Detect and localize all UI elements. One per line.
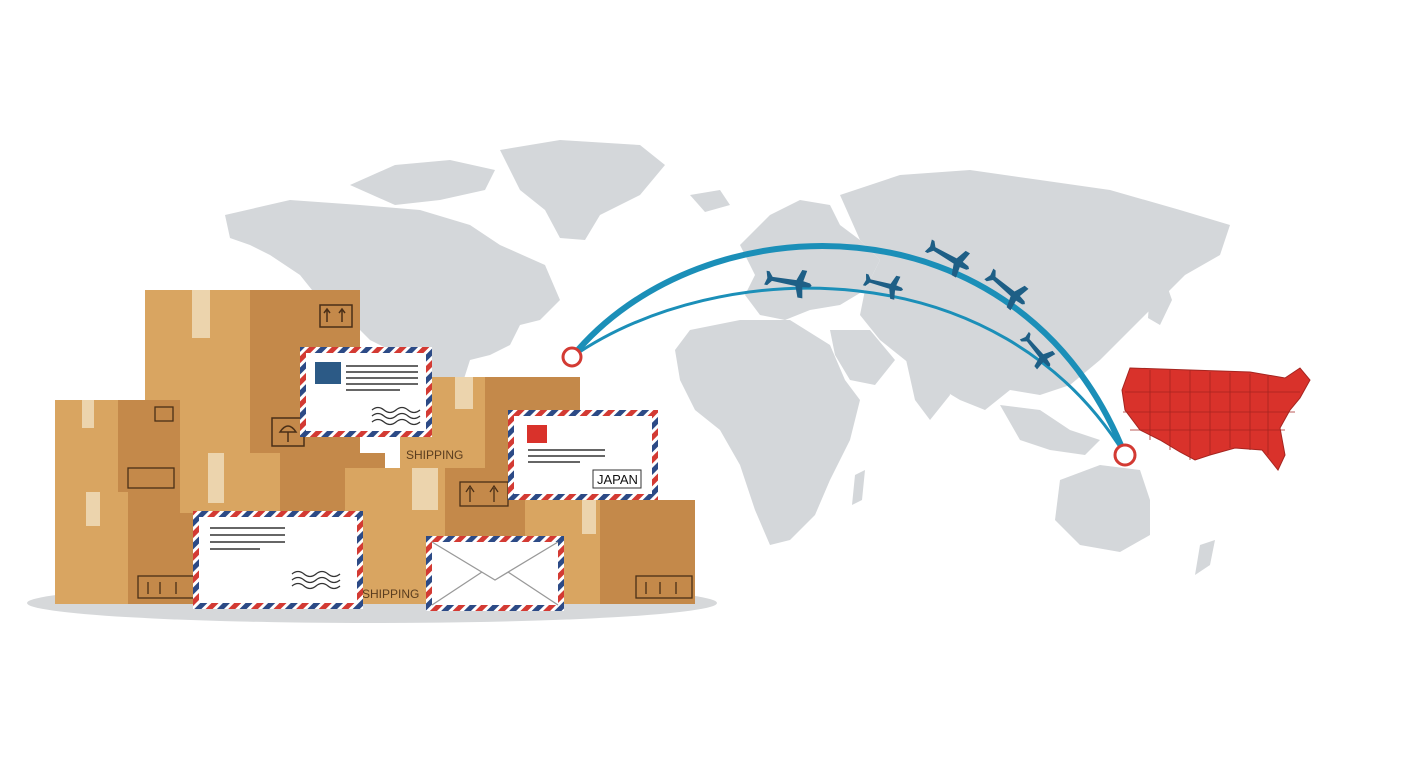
airplane-icon [862, 273, 904, 300]
usa-shape [1121, 367, 1311, 471]
airmail-envelope-japan: JAPAN [508, 410, 658, 500]
asia-shape [840, 170, 1230, 410]
package-handling-icon [635, 575, 693, 599]
shipping-label-top: SHIPPING [406, 448, 463, 462]
cardboard-box [55, 492, 200, 604]
envelope-back [426, 536, 564, 611]
airmail-envelope [300, 347, 432, 437]
japan-shape [1148, 280, 1172, 325]
airmail-envelope [193, 511, 363, 609]
package-handling-icon [319, 304, 353, 328]
address-lines [210, 527, 285, 550]
address-lines [346, 365, 418, 391]
route-thick [569, 243, 1128, 458]
iceland-shape [690, 190, 730, 212]
airplane-icon [924, 239, 970, 278]
stamp [527, 425, 547, 443]
airplane-icon [1019, 331, 1056, 370]
africa-shape [675, 320, 860, 545]
north-america-shape [225, 200, 560, 388]
destination-pin-icon [1113, 443, 1137, 467]
airplanes [764, 239, 1056, 370]
origin-pin-icon [561, 346, 583, 368]
postmark-waves [291, 570, 341, 590]
usa-state-borders [1123, 370, 1300, 460]
southeast-asia-shape [1000, 405, 1100, 455]
route-thin [570, 286, 1127, 457]
airmail-envelopes: JAPAN [193, 347, 658, 611]
address-lines [528, 449, 605, 463]
greenland-shape [500, 140, 665, 240]
airplane-icon [764, 269, 812, 299]
new-zealand-shape [1195, 540, 1215, 575]
arctic-islands-shape [350, 160, 495, 205]
package-handling-icon [127, 406, 175, 489]
arabia-shape [830, 330, 895, 385]
madagascar-shape [852, 470, 865, 505]
destination-label: JAPAN [597, 472, 638, 487]
cardboard-box [525, 500, 695, 604]
flight-routes [569, 243, 1128, 458]
shipping-label-bottom: SHIPPING [362, 587, 419, 601]
airplane-icon [984, 268, 1029, 311]
postmark-waves [371, 406, 421, 426]
stamp [315, 362, 341, 384]
destination-tag [592, 469, 642, 489]
india-shape [905, 355, 950, 420]
cardboard-box [55, 400, 180, 495]
australia-shape [1055, 465, 1150, 552]
usa-highlight [1121, 367, 1311, 471]
